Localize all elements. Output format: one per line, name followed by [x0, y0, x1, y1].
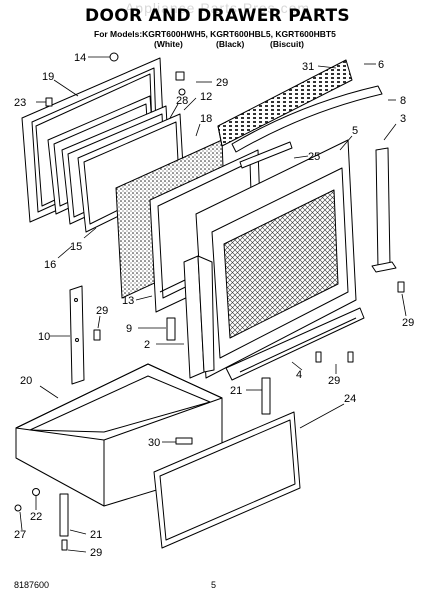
left-hinge [69, 285, 85, 385]
callout-24: 24 [344, 393, 356, 405]
callout-4: 4 [296, 369, 302, 381]
callout-5: 5 [352, 125, 358, 137]
document-number: 8187600 [14, 580, 50, 590]
outer-door-panel [195, 139, 357, 379]
callout-15: 15 [70, 241, 82, 253]
drawer-slide-right [261, 377, 271, 415]
callout-18: 18 [200, 113, 212, 125]
callout-25: 25 [308, 151, 320, 163]
callout-22: 22 [30, 511, 42, 523]
callout-28: 28 [176, 95, 188, 107]
callout-12: 12 [200, 91, 212, 103]
door-hinge-receiver [166, 317, 176, 341]
callout-29: 29 [216, 77, 228, 89]
color-white-label: (White) [154, 39, 183, 49]
callout-29-bottom: 29 [328, 375, 340, 387]
callout-20: 20 [20, 375, 32, 387]
callout-30: 30 [148, 437, 160, 449]
color-black-label: (Black) [216, 39, 245, 49]
callout-6: 6 [378, 59, 384, 71]
callout-29-left: 29 [96, 305, 108, 317]
callout-27: 27 [14, 529, 26, 541]
callout-16: 16 [44, 259, 56, 271]
door-glass-panels [47, 95, 185, 233]
handle-spacer [239, 141, 293, 169]
vent-trim [217, 59, 353, 147]
drawer-front [153, 411, 301, 549]
callout-23: 23 [14, 97, 26, 109]
callout-9: 9 [126, 323, 132, 335]
screws [14, 52, 405, 551]
callout-19: 19 [42, 71, 54, 83]
callout-10: 10 [38, 331, 50, 343]
callout-3: 3 [400, 113, 406, 125]
callout-8: 8 [400, 95, 406, 107]
callout-21-left: 21 [90, 529, 102, 541]
callout-leaders [19, 56, 407, 553]
door-handle [231, 85, 383, 153]
callout-14: 14 [74, 52, 86, 64]
door-side-trim [183, 255, 215, 379]
color-biscuit-label: (Biscuit) [270, 39, 304, 49]
callout-2: 2 [144, 339, 150, 351]
callout-29-foot: 29 [90, 547, 102, 559]
callout-13: 13 [122, 295, 134, 307]
callout-numbers: 14 19 23 29 28 12 18 31 6 8 3 5 25 15 16… [14, 52, 414, 559]
callout-29-right: 29 [402, 317, 414, 329]
page-number: 5 [211, 580, 217, 590]
callout-21-right: 21 [230, 385, 242, 397]
page-title: DOOR AND DRAWER PARTS [85, 6, 350, 26]
bottom-door-trim [225, 307, 365, 381]
watermark: Appliance Parts Pros.com [124, 0, 311, 16]
right-side-trim [371, 147, 397, 273]
models-line: For Models:KGRT600HWH5, KGRT600HBL5, KGR… [94, 29, 336, 39]
callout-31: 31 [302, 61, 314, 73]
drawer-slide-left [59, 493, 69, 537]
